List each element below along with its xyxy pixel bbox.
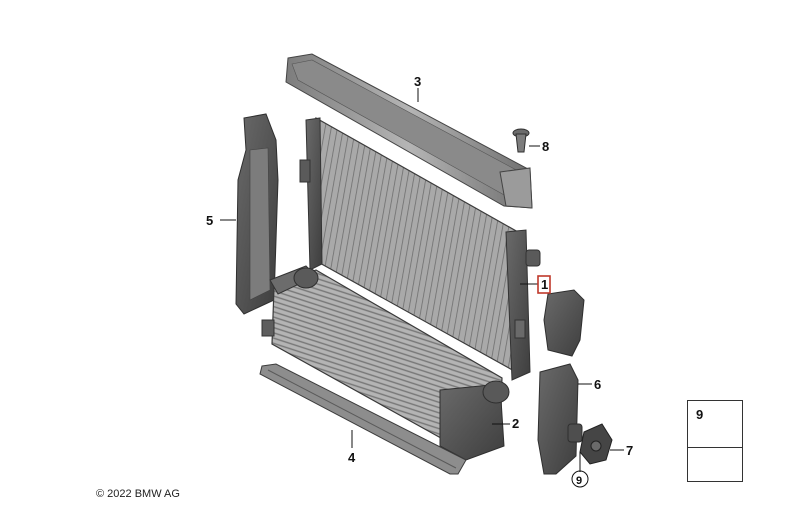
charge-air-cooler bbox=[261, 265, 510, 461]
callout-3[interactable]: 3 bbox=[414, 74, 421, 89]
legend-divider bbox=[688, 447, 742, 448]
upper-air-duct bbox=[285, 53, 533, 209]
leader-lines bbox=[220, 88, 624, 472]
callout-6[interactable]: 6 bbox=[594, 377, 601, 392]
callout-9[interactable]: 9 bbox=[576, 475, 582, 487]
callout-7[interactable]: 7 bbox=[626, 443, 633, 458]
clip-fastener bbox=[512, 128, 530, 153]
callout-8[interactable]: 8 bbox=[542, 139, 549, 154]
callout-1[interactable]: 1 bbox=[541, 277, 548, 292]
callout-4[interactable]: 4 bbox=[348, 450, 356, 465]
highlighted-callout-box bbox=[537, 275, 551, 294]
legend-number: 9 bbox=[696, 407, 704, 422]
radiator bbox=[299, 116, 541, 381]
bracket bbox=[579, 423, 613, 465]
right-air-guide bbox=[537, 289, 585, 475]
copyright-text: © 2022 BMW AG bbox=[96, 488, 180, 500]
callout-5[interactable]: 5 bbox=[206, 213, 213, 228]
lower-air-guide bbox=[259, 363, 467, 475]
callout-9-circle bbox=[571, 470, 589, 488]
left-air-guide bbox=[235, 113, 279, 315]
callout-2[interactable]: 2 bbox=[512, 416, 519, 431]
legend-box: 9 bbox=[687, 400, 743, 482]
